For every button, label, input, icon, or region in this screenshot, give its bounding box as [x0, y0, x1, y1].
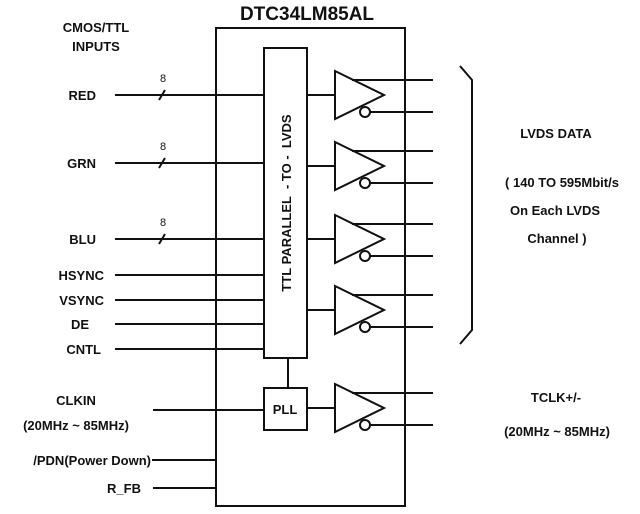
lvds-buffer-2-invert-bubble-icon — [359, 177, 371, 189]
input-label-blu: BLU — [69, 232, 96, 247]
pdn-input: /PDN(Power Down) — [33, 453, 216, 468]
input-label-grn: GRN — [67, 156, 96, 171]
chip-title: DTC34LM85AL — [240, 4, 374, 25]
bus-width-red: 8 — [160, 73, 166, 85]
ttl-to-lvds-block — [263, 47, 308, 359]
inputs-header-line2: INPUTS — [72, 39, 120, 54]
lvds-buffers — [307, 69, 433, 434]
input-label-hsync: HSYNC — [58, 268, 104, 283]
input-label-vsync: VSYNC — [59, 293, 104, 308]
bus-input-red: RED 8 — [69, 73, 264, 103]
bus-slash — [158, 233, 166, 245]
input-label-red: RED — [69, 88, 96, 103]
inputs-header-line1: CMOS/TTL — [63, 20, 129, 35]
rfb-input: R_FB — [107, 481, 216, 496]
clkin-range: (20MHz ~ 85MHz) — [23, 418, 129, 433]
lvds-data-title: LVDS DATA — [520, 126, 592, 141]
tclk-range: (20MHz ~ 85MHz) — [504, 424, 610, 439]
lvds-buffer-3-invert-bubble-icon — [359, 250, 371, 262]
bus-width-grn: 8 — [160, 141, 166, 153]
control-input-cntl: CNTL — [66, 342, 264, 357]
control-input-hsync: HSYNC — [58, 268, 264, 283]
lvds-buffer-1-invert-bubble-icon — [359, 106, 371, 118]
clkin-label: CLKIN — [56, 393, 96, 408]
lvds-buffer-1-triangle-icon — [334, 69, 387, 121]
lvds-buffer-4-triangle-icon — [334, 284, 387, 336]
lvds-buffer-2-triangle-icon — [334, 140, 387, 192]
bus-width-blu: 8 — [160, 217, 166, 229]
rfb-label: R_FB — [107, 481, 141, 496]
chip-outline — [215, 27, 406, 507]
bus-slash — [158, 89, 166, 101]
lvds-buffer-4-invert-bubble-icon — [359, 321, 371, 333]
ttl-to-lvds-label: TTL PARALLEL - TO - LVDS — [279, 114, 294, 292]
lvds-buffer-3-triangle-icon — [334, 213, 387, 265]
pll-label: PLL — [273, 402, 298, 417]
input-label-de: DE — [71, 317, 89, 332]
control-input-vsync: VSYNC — [59, 293, 264, 308]
pdn-label: /PDN(Power Down) — [33, 453, 151, 468]
clock-buffer-invert-bubble-icon — [359, 419, 371, 431]
control-input-de: DE — [71, 317, 264, 332]
bus-input-blu: BLU 8 — [69, 217, 264, 247]
pll-block — [263, 387, 308, 431]
lvds-bracket — [459, 65, 473, 345]
lvds-rate-line3: Channel ) — [527, 231, 586, 246]
bus-input-grn: GRN 8 — [67, 141, 264, 171]
tclk-label: TCLK+/- — [531, 390, 581, 405]
lvds-rate-line1: ( 140 TO 595Mbit/s — [505, 175, 619, 190]
clock-input: CLKIN (20MHz ~ 85MHz) — [23, 393, 264, 433]
clock-buffer-triangle-icon — [334, 382, 387, 434]
bus-slash — [158, 157, 166, 169]
lvds-rate-line2: On Each LVDS — [510, 203, 600, 218]
input-label-cntl: CNTL — [66, 342, 101, 357]
